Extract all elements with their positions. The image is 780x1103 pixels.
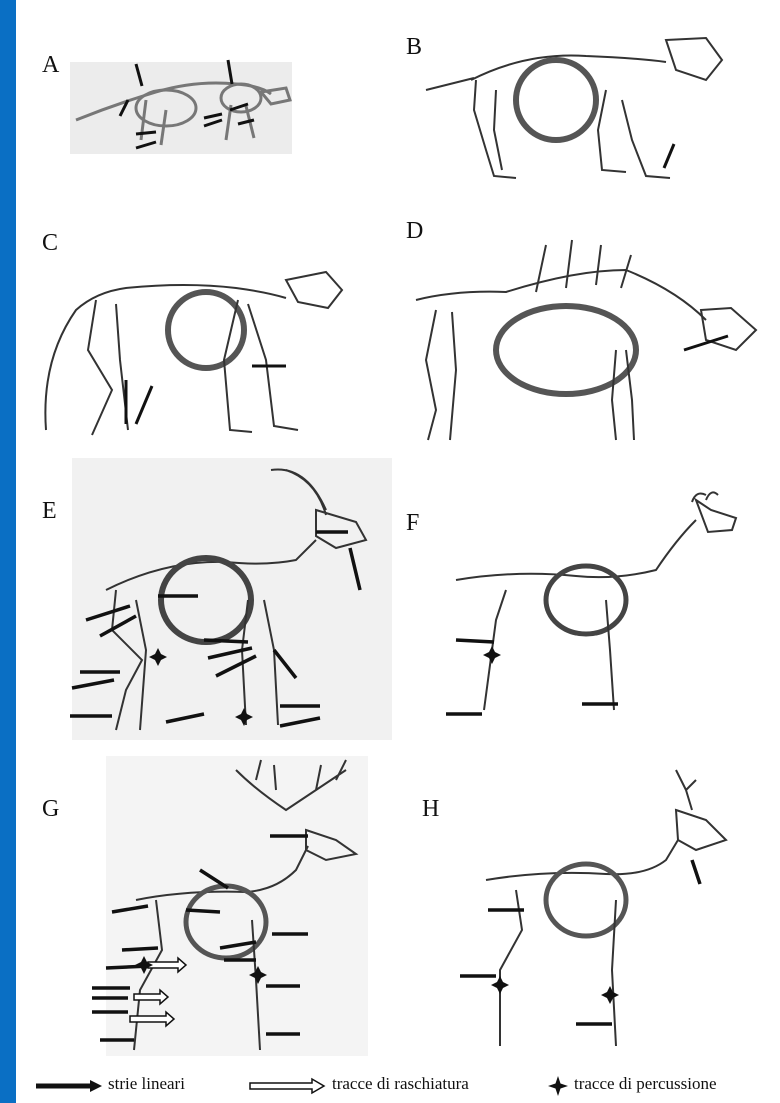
panel-c: C — [16, 200, 376, 450]
panel-e: E — [16, 450, 396, 750]
skeleton-d — [376, 200, 780, 450]
star-icon — [548, 1076, 568, 1096]
skeleton-c — [16, 200, 376, 450]
skeleton-f — [396, 450, 780, 750]
skeleton-b — [376, 0, 780, 200]
legend-label-linear-striae: strie lineari — [108, 1074, 185, 1094]
legend: strie lineari tracce di raschiatura trac… — [16, 1068, 780, 1103]
panel-h: H — [396, 750, 780, 1060]
panel-a: A — [16, 0, 376, 200]
skeleton-a — [16, 0, 376, 200]
skeleton-e — [16, 450, 396, 750]
skeleton-h — [396, 750, 780, 1060]
skeleton-g — [16, 750, 396, 1060]
solid-arrow-icon — [34, 1076, 104, 1096]
panel-d: D — [376, 200, 780, 450]
figure-canvas: A B — [16, 0, 780, 1103]
legend-label-percussion-traces: tracce di percussione — [574, 1074, 717, 1094]
legend-label-scraping-traces: tracce di raschiatura — [332, 1074, 469, 1094]
panel-f: F — [396, 450, 780, 750]
hollow-arrow-icon — [248, 1076, 328, 1096]
panel-g: G — [16, 750, 396, 1060]
panel-b: B — [376, 0, 780, 200]
